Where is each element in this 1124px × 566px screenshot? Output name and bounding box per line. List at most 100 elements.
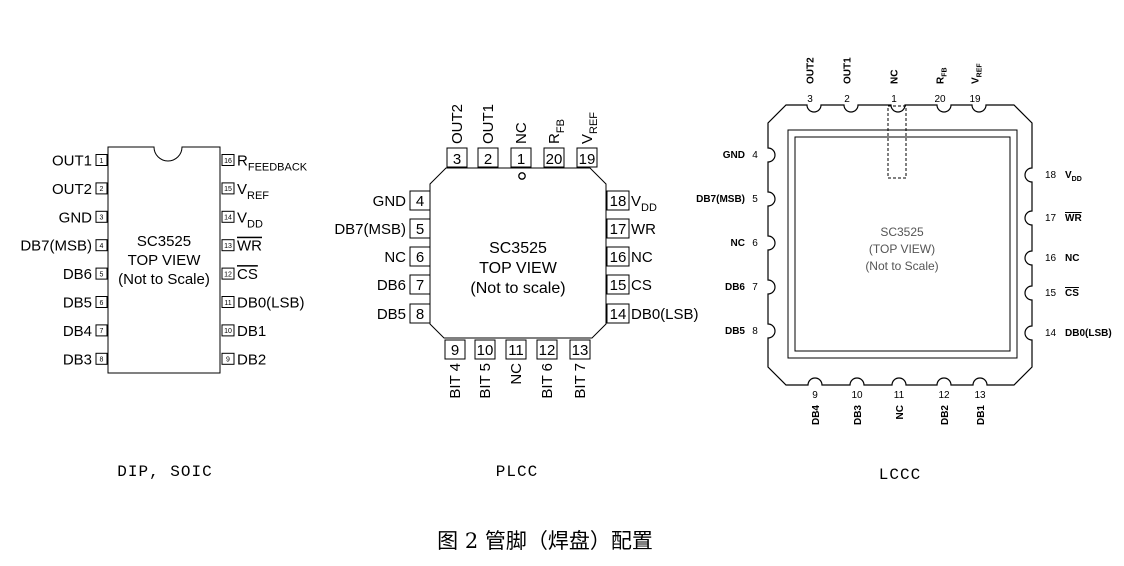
lccc-pin-label-db3: DB3 <box>853 405 864 425</box>
plcc-pin-pad <box>409 274 431 295</box>
plcc-pin-label-gnd: GND <box>373 193 407 210</box>
lccc-pin-label-wr: WR <box>1065 213 1082 224</box>
lccc-pin-label-db7-msb: DB7(MSB) <box>696 194 745 205</box>
plcc-pin-pad <box>606 190 630 211</box>
plcc-pin-label-nc: NC <box>513 122 530 144</box>
lccc-pin-label-nc: NC <box>1065 253 1079 264</box>
dip-pin-number: 9 <box>226 357 230 364</box>
plcc-pin-label-nc: NC <box>508 363 525 385</box>
lccc-pin-number: 17 <box>1045 213 1057 224</box>
lccc-pin-number: 11 <box>894 390 905 401</box>
plcc-pin-pad <box>409 218 431 239</box>
lccc-pin-number: 14 <box>1045 328 1057 339</box>
lccc-pin-number: 12 <box>938 390 950 401</box>
lccc-inner-frame-inner <box>794 136 1011 352</box>
plcc-pin-number: 6 <box>416 249 424 266</box>
plcc-pin-number: 12 <box>539 342 556 359</box>
lccc-pin-label-db0-lsb: DB0(LSB) <box>1065 328 1112 339</box>
lccc-pin-label-vref: VREF <box>971 63 984 84</box>
lccc-pin-number: 9 <box>812 390 818 401</box>
lccc-inner-frame-outer <box>787 129 1018 359</box>
dip-pin-label-wr: WR <box>237 238 262 255</box>
dip-name-line-3: (Not to Scale) <box>118 271 210 288</box>
dip-pin-pad <box>95 154 108 166</box>
dip-pin-label-db4: DB4 <box>63 323 92 340</box>
dip-pin-pad <box>95 182 108 195</box>
lccc-pin-label-db4: DB4 <box>811 405 822 425</box>
plcc-name-line-1: SC3525 <box>489 240 547 257</box>
lccc-pin-label-nc: NC <box>890 70 901 84</box>
lccc-pin-number: 2 <box>844 94 850 105</box>
dip-soic-package: SC3525 TOP VIEW (Not to Scale) 1OUT12OUT… <box>20 146 308 481</box>
dip-pin-label-vdd: VDD <box>237 209 263 230</box>
plcc-pin-label-nc: NC <box>631 249 653 266</box>
plcc-pin-pad <box>409 190 431 211</box>
plcc-pin-pad <box>606 274 630 295</box>
plcc-pin-pad <box>446 147 468 168</box>
dip-pin-label-db0-lsb: DB0(LSB) <box>237 295 305 312</box>
dip-pin-pad <box>95 239 108 252</box>
plcc-pin-pad <box>569 339 591 360</box>
lccc-pin-label-db1: DB1 <box>976 405 987 425</box>
lccc-pin-number: 4 <box>752 150 758 161</box>
dip-pin-number: 16 <box>224 158 232 165</box>
dip-pin-label-vref: VREF <box>237 181 269 202</box>
lccc-pin-number: 8 <box>752 326 758 337</box>
plcc-pin-label-vdd: VDD <box>631 193 657 214</box>
plcc-pin-pad <box>606 303 630 324</box>
plcc-pin-label-bit-7: BIT 7 <box>572 363 589 399</box>
dip-name-line-2: TOP VIEW <box>128 252 202 269</box>
dip-pin-number: 10 <box>224 328 232 335</box>
plcc-pin-label-bit-5: BIT 5 <box>477 363 494 399</box>
plcc-pin-label-cs: CS <box>631 277 652 294</box>
plcc-pin-number: 17 <box>610 221 627 238</box>
lccc-pin-number: 6 <box>752 238 758 249</box>
dip-pin-label-subscript: FEEDBACK <box>248 162 308 174</box>
dip-pin-number: 15 <box>224 186 232 193</box>
dip-pin-pad <box>95 324 108 337</box>
dip-pin-pad <box>95 352 108 365</box>
lccc-pin-label-rfb: RFB <box>936 67 949 84</box>
figure-caption: 图 2 管脚（焊盘）配置 <box>437 529 653 553</box>
dip-pin-pad <box>221 267 235 280</box>
lccc-pin-number: 10 <box>851 390 863 401</box>
dip-pin-label-db6: DB6 <box>63 266 92 283</box>
plcc-pin-number: 2 <box>484 151 492 168</box>
plcc-name-line-2: TOP VIEW <box>479 260 558 277</box>
plcc-pin-number: 19 <box>579 151 596 168</box>
dip-pin-pad <box>221 182 235 195</box>
lccc-pin-number: 18 <box>1045 170 1057 181</box>
lccc-pin1-bond-line <box>887 105 907 179</box>
lccc-pin-label-subscript: REF <box>977 63 984 78</box>
plcc-pin-pad <box>409 246 431 267</box>
plcc-pin-label-wr: WR <box>631 221 656 238</box>
lccc-body <box>767 104 1033 386</box>
dip-pin-label-subscript: DD <box>247 218 263 230</box>
plcc-pin-label-out1: OUT1 <box>480 104 497 144</box>
plcc-pin-pad <box>543 147 565 168</box>
lccc-pin-label-subscript: DD <box>1072 176 1082 183</box>
dip-pin-label-out1: OUT1 <box>52 153 92 170</box>
plcc-pin-pad <box>477 147 499 168</box>
plcc-pin-label-subscript: DD <box>641 202 657 214</box>
plcc-pin-number: 1 <box>517 151 525 168</box>
plcc-pin-pad <box>606 246 630 267</box>
dip-pin-number: 4 <box>100 243 104 250</box>
dip-pin-label-db3: DB3 <box>63 351 92 368</box>
dip-pin-pad <box>95 210 108 223</box>
dip-pin-number: 11 <box>224 300 231 307</box>
dip-pin-pad <box>221 210 235 223</box>
lccc-pin-number: 13 <box>974 390 986 401</box>
lccc-pin-label-nc: NC <box>895 405 906 419</box>
lccc-pin-number: 15 <box>1045 288 1057 299</box>
lccc-pin-label-subscript: FB <box>942 67 949 76</box>
plcc-pin-label-db0-lsb: DB0(LSB) <box>631 306 699 323</box>
dip-pin-label-db2: DB2 <box>237 351 266 368</box>
plcc-pin-pad <box>536 339 558 360</box>
dip-pin-label-db5: DB5 <box>63 295 92 312</box>
